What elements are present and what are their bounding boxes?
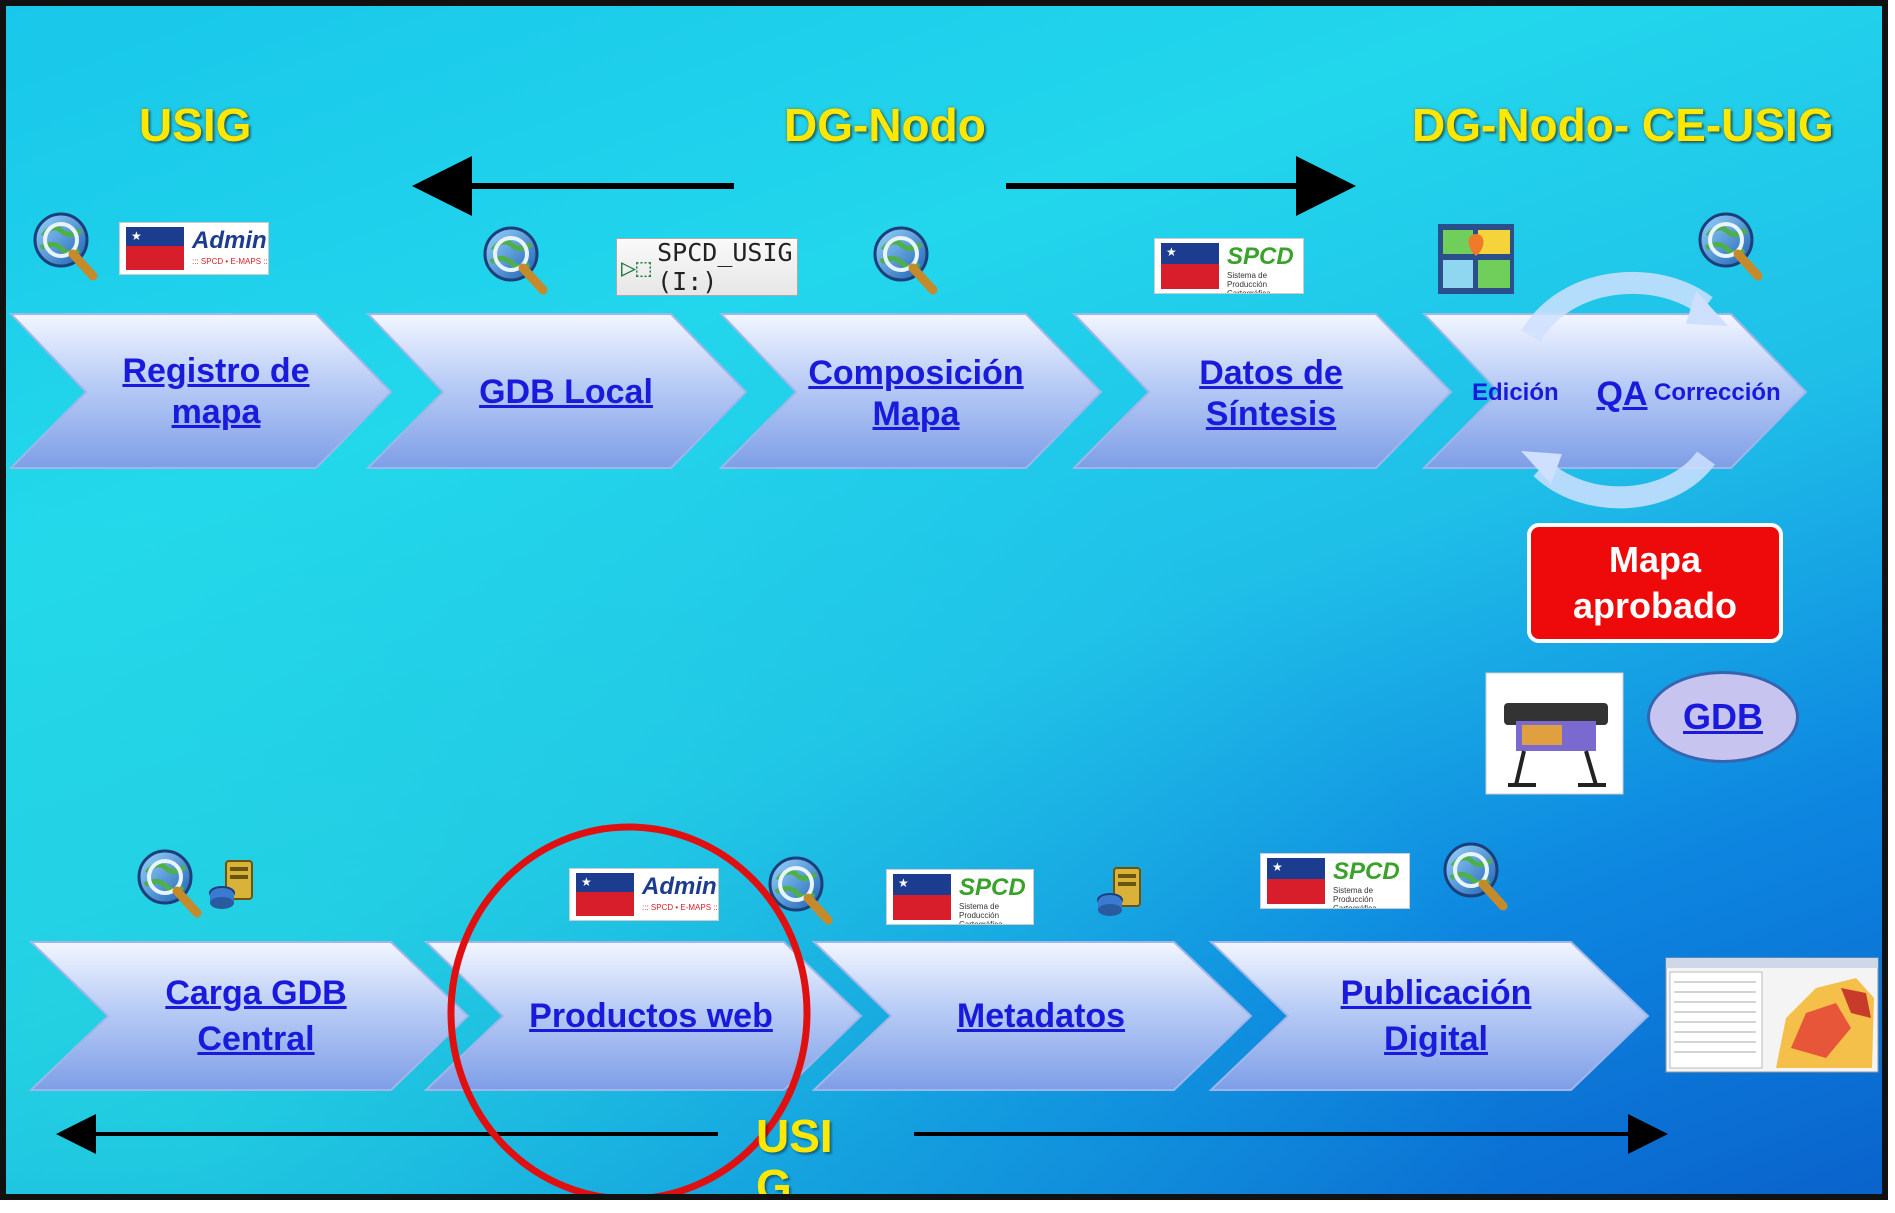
- map-layout-icon: [1438, 224, 1514, 294]
- spcd-logo: ★ SPCD Sistema de Producción Cartográfic…: [1154, 238, 1304, 294]
- heading-dg-nodo: DG-Nodo: [784, 99, 986, 151]
- cycle-arrows-icon: [1521, 271, 1728, 509]
- admin-logo: ★ Admin ::: SPCD • E-MAPS :::: [119, 222, 269, 275]
- diagram-graphics: [8, 156, 1879, 1194]
- database-server-icon: [1097, 867, 1141, 917]
- globe-search-icon: [875, 228, 933, 290]
- stage-metadatos[interactable]: Metadatos: [956, 996, 1126, 1035]
- globe-search-icon: [1445, 844, 1503, 906]
- globe-search-icon: [1700, 214, 1758, 276]
- network-drive-label: ▷⬚ SPCD_USIG (I:): [616, 238, 798, 296]
- highlight-circle: [447, 823, 811, 1194]
- globe-search-icon: [485, 228, 543, 290]
- gdb-link[interactable]: GDB: [1647, 671, 1799, 763]
- database-server-icon: [209, 860, 253, 910]
- top-flow-chevrons: [8, 313, 1808, 469]
- qa-correccion-label: Corrección: [1654, 379, 1781, 406]
- stage-qa[interactable]: QA: [1596, 374, 1648, 413]
- qa-edicion-label: Edición: [1472, 379, 1559, 406]
- plotter-printer-icon: [1485, 672, 1624, 795]
- bottom-flow-chevrons: [28, 941, 1650, 1091]
- mapa-aprobado-box: Mapa aprobado: [1527, 523, 1783, 643]
- globe-search-icon: [139, 851, 197, 913]
- spcd-logo: ★ SPCD Sistema de Producción Cartográfic…: [1260, 853, 1410, 909]
- network-drive-icon: ▷⬚: [621, 252, 652, 282]
- stage-gdb-local[interactable]: GDB Local: [479, 372, 653, 411]
- stage-productos-web[interactable]: Productos web: [529, 996, 773, 1035]
- heading-usig-bottom: USI G: [756, 1110, 833, 1200]
- heading-dg-nodo-ce-usig: DG-Nodo- CE-USIG: [1412, 99, 1834, 151]
- spcd-logo: ★ SPCD Sistema de Producción Cartográfic…: [886, 869, 1034, 925]
- globe-search-icon: [35, 214, 93, 276]
- admin-logo: ★ Admin ::: SPCD • E-MAPS :::: [569, 868, 719, 921]
- heading-usig: USIG: [139, 99, 252, 151]
- map-viewer-thumbnail: [1665, 957, 1879, 1073]
